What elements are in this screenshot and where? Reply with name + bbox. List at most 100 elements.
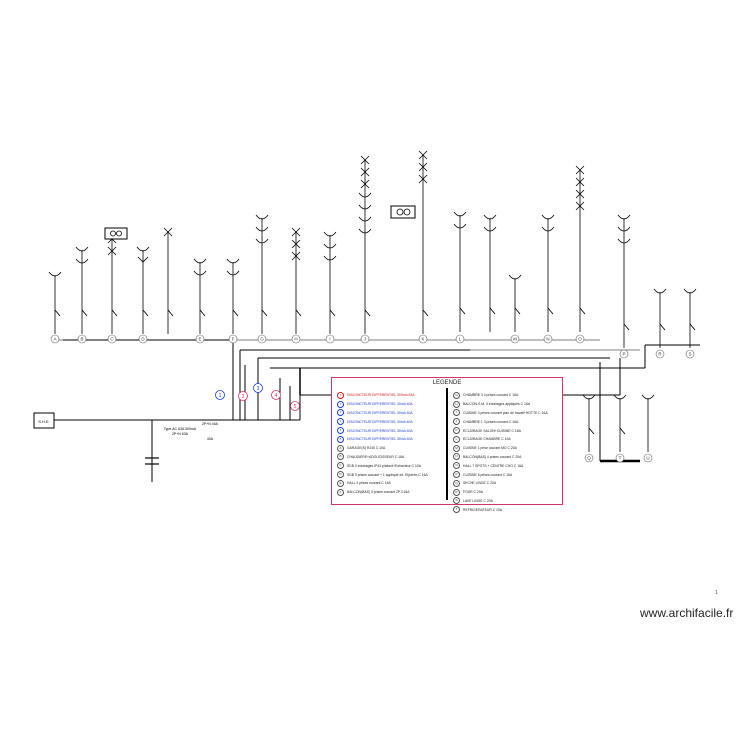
legend-symbol-icon: A	[337, 444, 344, 452]
circuit-label-T: T	[615, 453, 625, 463]
legend-symbol-icon: G	[453, 391, 460, 399]
appliance-box-1	[104, 227, 128, 240]
legend-symbol-icon: 3	[337, 418, 344, 426]
legend-text: ECLAIRAGE SALON+CUISINE C 16A	[463, 428, 521, 433]
socket-icon	[323, 255, 337, 261]
legend-symbol-icon: 2	[337, 409, 344, 417]
svg-text:L: L	[459, 337, 462, 342]
socket-icon	[48, 271, 62, 277]
socket-icon	[193, 270, 207, 276]
circuit-label-F: F	[228, 334, 238, 344]
circuit-label-A: A	[50, 334, 60, 344]
legend-symbol-icon: 1	[337, 400, 344, 408]
circuit-branch	[418, 150, 429, 334]
legend-text: HALL 3 prises courant C 16A	[347, 481, 391, 486]
legend-symbol-icon: 4	[337, 427, 344, 435]
circuit-branch	[291, 227, 302, 334]
svg-text:T: T	[619, 456, 622, 461]
circuit-label-Q: Q	[584, 453, 594, 463]
svg-text:5: 5	[294, 404, 297, 410]
circuit-label-K: K	[418, 334, 428, 344]
svg-text:S: S	[688, 352, 691, 357]
circuit-branch	[358, 155, 372, 334]
circuit-branch	[582, 394, 596, 452]
circuit-label-E: E	[195, 334, 205, 344]
differential-breaker-1: 1	[215, 390, 225, 400]
legend-text: REFRIGERATEUR C 20A	[463, 507, 503, 512]
circuit-branch	[163, 227, 174, 334]
legend-symbol-icon: 1	[337, 391, 344, 399]
legend-symbol-icon: I	[453, 409, 460, 417]
legend-text: HALL 7 SPOTS + CENTRE CHO C 16A	[463, 463, 524, 468]
differential-breaker-2: 2	[238, 391, 248, 401]
svg-text:Q: Q	[587, 456, 591, 461]
legend-text: SDB 3 prises courant + 1 appliqué Int. E…	[347, 472, 428, 477]
circuit-branch	[136, 246, 150, 334]
socket-icon	[226, 270, 240, 276]
circuit-branch	[617, 214, 631, 348]
legend-text: DISJONCTEUR DIFFERENTIEL 30mA 40A	[347, 410, 413, 415]
differential-breaker-5: 5	[290, 401, 300, 411]
svg-text:M: M	[513, 337, 517, 342]
circuit-label-M: M	[510, 334, 520, 344]
circuit-label-R: R	[655, 349, 665, 359]
svg-text:1: 1	[219, 393, 222, 399]
legend-text: DISJONCTEUR DIFFERENTIEL 30mA 40A	[347, 437, 413, 442]
legend-text: BALCON(BAS) 3 prises courant 2P C16A	[347, 490, 410, 495]
circuit-branch	[575, 165, 586, 332]
socket-icon	[323, 231, 337, 237]
circuit-label-J: J	[360, 334, 370, 344]
socket-icon	[453, 223, 467, 229]
socket-icon	[483, 214, 497, 220]
lamp-icon	[137, 256, 149, 263]
svg-text:O: O	[578, 337, 582, 342]
circuit-label-H: H	[291, 334, 301, 344]
circuit-branch	[653, 288, 667, 348]
circuit-label-P: P	[619, 349, 629, 359]
legend-text: SECHE LINGE C 20A	[463, 481, 497, 486]
socket-icon	[582, 394, 596, 400]
source-label: S.H.E.	[38, 419, 50, 424]
socket-icon	[613, 394, 627, 400]
svg-text:I: I	[329, 337, 330, 342]
legend-symbol-icon: F	[337, 488, 344, 496]
socket-icon	[358, 192, 372, 198]
socket-icon	[255, 214, 269, 220]
circuit-label-U: U	[643, 453, 653, 463]
svg-text:4: 4	[275, 393, 278, 399]
socket-icon	[617, 226, 631, 232]
circuit-branch	[255, 214, 269, 334]
legend-symbol-icon: R	[453, 488, 460, 496]
circuit-label-I: I	[325, 334, 335, 344]
svg-text:3: 3	[257, 386, 260, 392]
svg-text:G: G	[260, 337, 264, 342]
legend-symbol-icon: D	[337, 471, 344, 479]
legend-symbol-icon: L	[453, 435, 460, 443]
svg-text:H: H	[294, 337, 297, 342]
svg-text:N: N	[546, 337, 549, 342]
socket-icon	[255, 226, 269, 232]
legend-symbol-icon: H	[453, 400, 460, 408]
socket-icon	[641, 394, 655, 400]
page-number: 1	[715, 590, 718, 596]
legend-symbol-icon: N	[453, 453, 460, 461]
svg-text:B: B	[80, 337, 83, 342]
legend-symbol-icon: 5	[337, 435, 344, 443]
